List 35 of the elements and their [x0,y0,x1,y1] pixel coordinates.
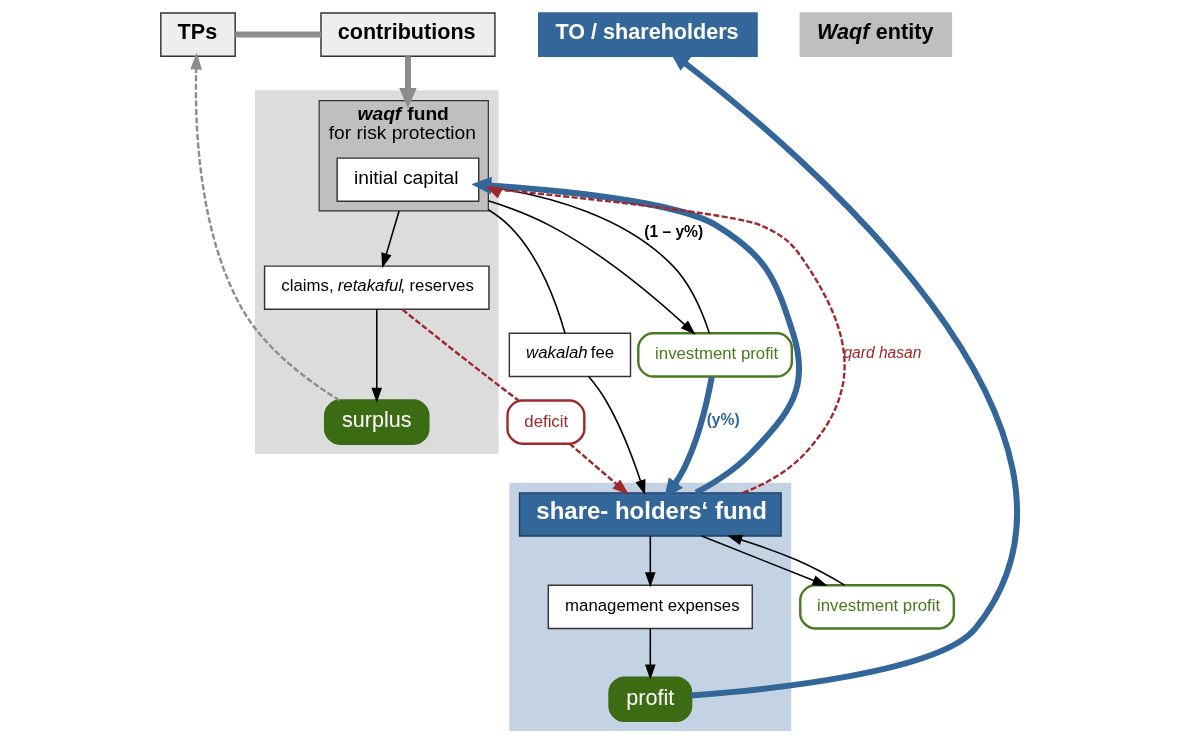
node-box: surplus [323,399,430,445]
arrow [471,176,803,496]
arrow [399,56,417,109]
node-box: TO / shareholders [538,12,758,57]
node-box: deficit [506,399,586,445]
edge-label: qard hasan [843,343,922,361]
arrow [190,52,341,402]
node-box: management expenses [547,584,753,630]
connector [401,308,520,402]
node-box: claims, retakaful, reserves [263,265,490,311]
cluster [509,482,792,731]
arrow [487,199,696,335]
connector [235,31,321,38]
arrow [485,186,846,494]
cluster [255,90,499,454]
arrow [645,535,656,588]
edge-label: (y%) [706,410,740,428]
arrow [381,210,400,269]
arrow [645,627,656,680]
node-box: initial capital [336,157,480,203]
arrow [700,535,828,587]
node-box: profit [608,676,693,723]
node-box: TPs [160,12,236,57]
arrow [727,534,846,586]
connector [487,208,566,335]
node-box: wakalah fee [508,332,632,378]
node-box: Waqf entity [799,12,953,57]
arrow [588,376,646,496]
node-box: contributions [320,12,496,57]
arrow [568,442,630,495]
node-box: investment profit [799,584,956,630]
node-box: share- holders‘ fund [518,492,782,537]
node-box: investment profit [637,332,794,378]
arrow [371,308,383,403]
edge-label: (1 – y%) [644,222,704,240]
